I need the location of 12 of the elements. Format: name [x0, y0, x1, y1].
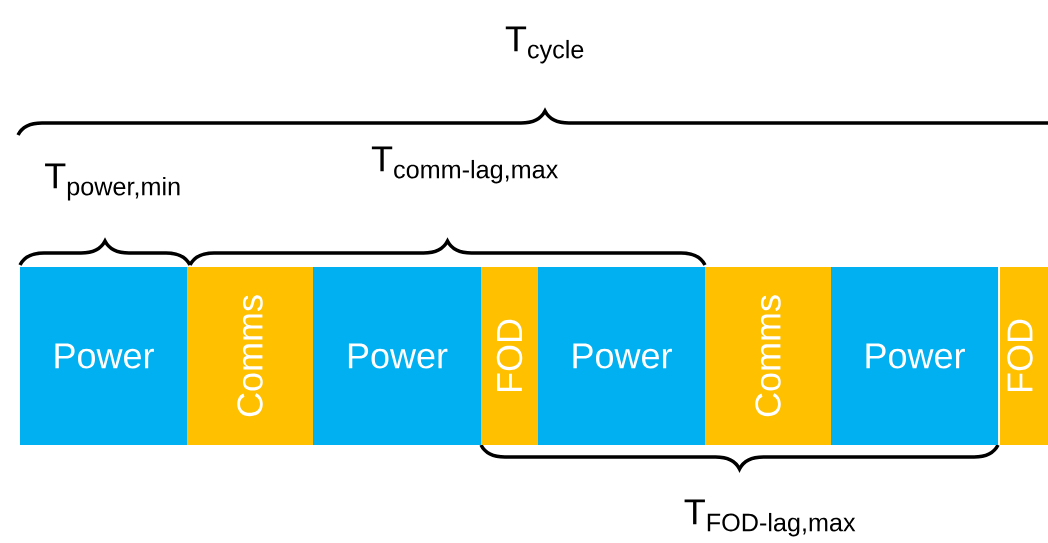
time-slot: Comms — [187, 267, 313, 445]
duration-label: $\text{T}_{\text{FOD-lag,max}}$ — [684, 499, 856, 537]
time-slot: FOD — [481, 267, 538, 445]
time-slot: Comms — [705, 267, 831, 445]
duration-label: $\text{T}_{\text{comm-lag,max}}$ — [371, 146, 558, 184]
duration-label: $\text{T}_{\text{cycle}}$ — [505, 26, 584, 64]
time-slot: Power — [313, 267, 481, 445]
time-slot: Power — [20, 267, 187, 445]
time-slot: Power — [538, 267, 705, 445]
time-slot: Power — [831, 267, 998, 445]
time-slot: FOD — [1000, 267, 1048, 445]
duration-label: $\text{T}_{\text{power,min}}$ — [45, 163, 180, 201]
